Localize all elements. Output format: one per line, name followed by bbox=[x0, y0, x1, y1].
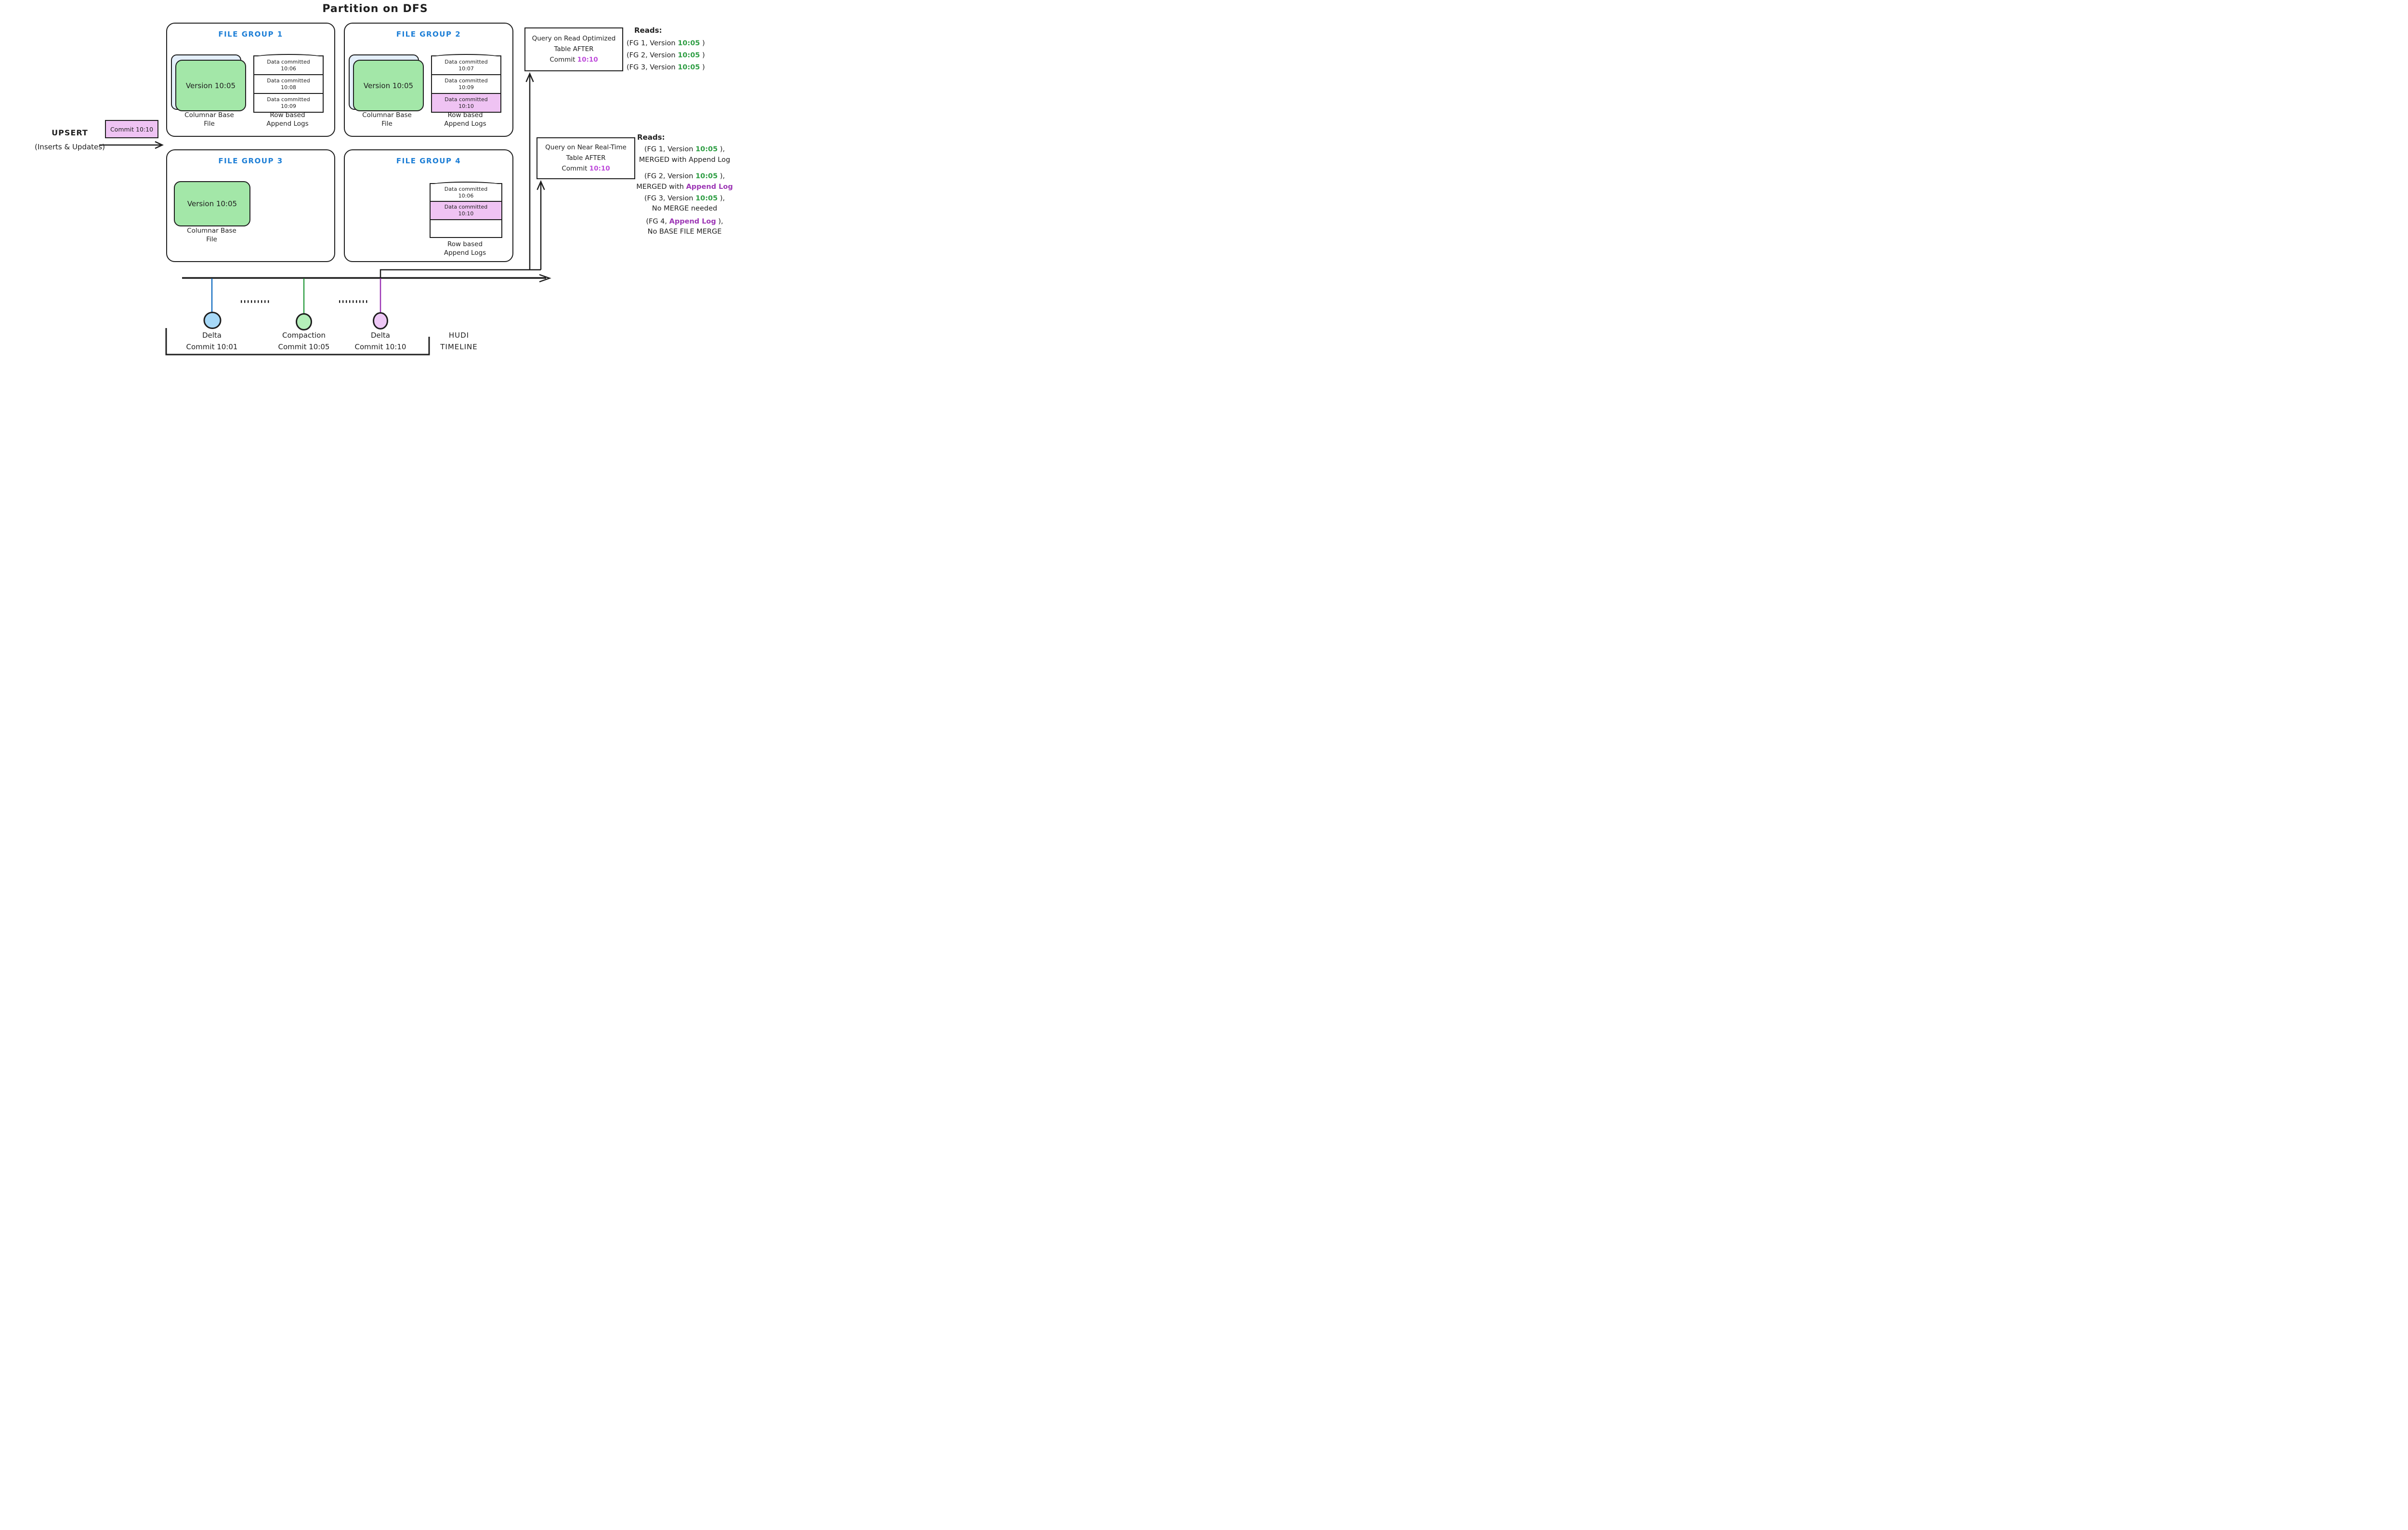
timeline-axis-arrow bbox=[182, 274, 551, 283]
read-line-fg4-note: No BASE FILE MERGE bbox=[647, 228, 722, 236]
read-line-fg1: (FG 1, Version 10:05 ) bbox=[627, 40, 705, 47]
query-read-optimized-box: Query on Read Optimized Table AFTER Comm… bbox=[524, 27, 623, 71]
file-group-3-header: FILE GROUP 3 bbox=[218, 157, 283, 165]
timeline-branch-line bbox=[380, 269, 541, 278]
file-group-4-header: FILE GROUP 4 bbox=[396, 157, 461, 165]
append-log-row: Data committed 10:08 bbox=[254, 74, 323, 93]
read-line-fg2: (FG 2, Version 10:05 ) bbox=[627, 52, 705, 59]
upsert-label: UPSERT bbox=[52, 128, 88, 137]
file-group-1-base-caption: Columnar Base File bbox=[184, 111, 234, 128]
append-log-row: Data committed 10:09 bbox=[254, 93, 323, 112]
append-log-row: Data committed 10:07 bbox=[432, 56, 500, 74]
reads-near-real-time-list: Reads: (FG 1, Version 10:05 ), MERGED wi… bbox=[619, 133, 750, 244]
read-line-fg4: (FG 4, Append Log ), bbox=[646, 218, 723, 225]
append-log-row: Data committed 10:06 bbox=[254, 56, 323, 74]
append-log-row-highlighted: Data committed 10:10 bbox=[432, 93, 500, 112]
file-group-4-append-log-table: Data committed 10:06 Data committed 10:1… bbox=[430, 182, 502, 238]
append-log-row-highlighted: Data committed 10:10 bbox=[431, 201, 501, 219]
arrow-to-near-real-time-query bbox=[537, 180, 545, 270]
file-group-2-header: FILE GROUP 2 bbox=[396, 30, 461, 39]
read-line-fg1: (FG 1, Version 10:05 ), bbox=[644, 145, 725, 153]
file-group-4-logs-caption: Row based Append Logs bbox=[444, 240, 486, 257]
append-log-row-empty bbox=[431, 219, 501, 237]
timeline-event-delta-1001: Delta Commit 10:01 bbox=[186, 331, 238, 351]
read-line-fg2: (FG 2, Version 10:05 ), bbox=[644, 172, 725, 180]
append-log-row: Data committed 10:06 bbox=[431, 184, 501, 201]
file-group-1-base-file-label: Version 10:05 bbox=[185, 81, 236, 90]
read-line-fg2-note: MERGED with Append Log bbox=[636, 183, 733, 191]
hudi-timeline-label: HUDI TIMELINE bbox=[440, 331, 478, 351]
read-line-fg3-note: No MERGE needed bbox=[652, 205, 718, 212]
connector-arrows-layer bbox=[99, 72, 551, 356]
timeline-bracket bbox=[165, 328, 430, 356]
upsert-arrow bbox=[99, 141, 164, 149]
file-group-3-box: FILE GROUP 3 Version 10:05 Columnar Base… bbox=[166, 149, 335, 262]
file-group-1-header: FILE GROUP 1 bbox=[218, 30, 283, 39]
reads-heading: Reads: bbox=[637, 133, 665, 142]
file-group-2-base-file-label: Version 10:05 bbox=[363, 81, 414, 90]
delta-commit-1010-marker bbox=[373, 278, 388, 330]
timeline-event-delta-1010: Delta Commit 10:10 bbox=[354, 331, 406, 351]
reads-heading: Reads: bbox=[634, 26, 662, 35]
file-group-2-box: FILE GROUP 2 Version 10:05 Columnar Base… bbox=[344, 23, 513, 137]
query-near-real-time-box: Query on Near Real-Time Table AFTER Comm… bbox=[537, 137, 635, 179]
file-group-3-base-file: Version 10:05 bbox=[174, 181, 250, 226]
file-group-3-base-file-label: Version 10:05 bbox=[187, 199, 237, 208]
append-log-row: Data committed 10:09 bbox=[432, 74, 500, 93]
read-line-fg3: (FG 3, Version 10:05 ) bbox=[627, 64, 705, 71]
file-group-2-base-caption: Columnar Base File bbox=[362, 111, 412, 128]
file-group-1-logs-caption: Row based Append Logs bbox=[266, 111, 309, 128]
file-group-1-append-log-table: Data committed 10:06 Data committed 10:0… bbox=[253, 54, 324, 113]
timeline-event-compaction-1005: Compaction Commit 10:05 bbox=[278, 331, 330, 351]
page-title: Partition on DFS bbox=[322, 3, 428, 15]
reads-read-optimized-list: Reads: (FG 1, Version 10:05 ) (FG 2, Ver… bbox=[624, 26, 750, 74]
read-line-fg3: (FG 3, Version 10:05 ), bbox=[644, 195, 725, 202]
commit-1010-box: Commit 10:10 bbox=[105, 120, 158, 138]
read-line-fg1-note: MERGED with Append Log bbox=[639, 156, 731, 164]
diagram-canvas: Partition on DFS UPSERT (Inserts & Updat… bbox=[0, 0, 750, 358]
file-group-2-append-log-table: Data committed 10:07 Data committed 10:0… bbox=[431, 54, 501, 113]
compaction-commit-1005-marker bbox=[296, 278, 312, 330]
arrow-to-read-optimized-query bbox=[525, 72, 534, 270]
file-group-1-box: FILE GROUP 1 Version 10:05 Columnar Base… bbox=[166, 23, 335, 137]
upsert-sublabel: (Inserts & Updates) bbox=[35, 143, 105, 151]
file-group-1-base-file: Version 10:05 bbox=[175, 60, 246, 111]
file-group-2-base-file: Version 10:05 bbox=[353, 60, 424, 111]
file-group-2-logs-caption: Row based Append Logs bbox=[444, 111, 486, 128]
file-group-3-base-caption: Columnar Base File bbox=[187, 227, 236, 243]
file-group-4-box: FILE GROUP 4 Data committed 10:06 Data c… bbox=[344, 149, 513, 262]
delta-commit-1001-marker bbox=[203, 278, 222, 329]
